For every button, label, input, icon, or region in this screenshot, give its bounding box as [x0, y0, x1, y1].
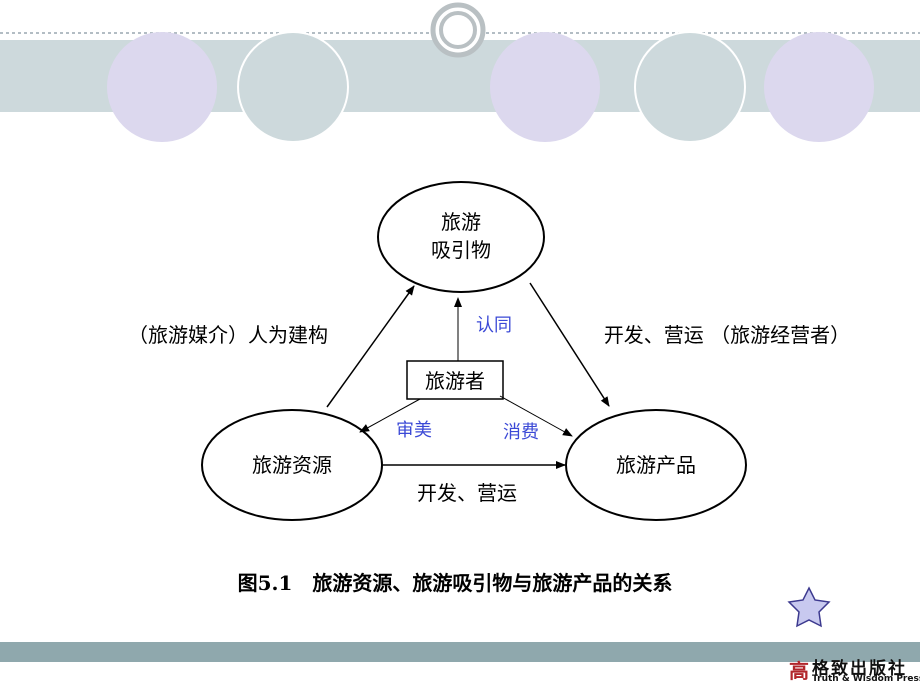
left-edge-label: （旅游媒介）人为建构: [128, 323, 328, 347]
header-ring-inner: [439, 11, 477, 49]
product-node: [565, 409, 747, 521]
header-decoration: [0, 2, 920, 143]
arrow-attraction-to-product: [529, 282, 610, 407]
decor-circle-1: [107, 32, 217, 142]
decor-circle-2: [237, 31, 349, 143]
publisher-english-name: Truth & Wisdom Press: [812, 674, 920, 684]
tourist-label: 旅游者: [425, 369, 485, 393]
tourist-box: [406, 360, 504, 400]
right-edge-label: 开发、营运 （旅游经营者）: [604, 323, 850, 347]
publisher-mark-icon: 高: [789, 659, 809, 683]
aesthetic-label: 审美: [396, 420, 432, 441]
attraction-node: [377, 181, 545, 293]
arrow-resource-to-attraction: [326, 285, 415, 408]
bottom-bar: [0, 642, 920, 662]
decor-circle-3: [490, 32, 600, 142]
decor-circle-5: [764, 32, 874, 142]
star-icon: [787, 586, 831, 628]
arrow-tourist-to-product: [499, 395, 573, 437]
arrow-tourist-to-resource: [359, 398, 421, 433]
consumption-label: 消费: [503, 422, 539, 443]
recognition-label: 认同: [476, 315, 512, 336]
product-label: 旅游产品: [616, 453, 696, 477]
bottom-edge-label: 开发、营运: [417, 481, 517, 505]
decor-circle-4: [634, 31, 746, 143]
resource-label: 旅游资源: [252, 453, 332, 477]
publisher-logo: 高 格致出版社 Truth & Wisdom Press: [788, 654, 920, 688]
publisher-name: 格致出版社: [812, 659, 907, 679]
figure-caption: 图5.1 旅游资源、旅游吸引物与旅游产品的关系: [238, 571, 673, 595]
attraction-label-line2: 吸引物: [431, 238, 491, 262]
attraction-label-line1: 旅游: [441, 210, 481, 234]
